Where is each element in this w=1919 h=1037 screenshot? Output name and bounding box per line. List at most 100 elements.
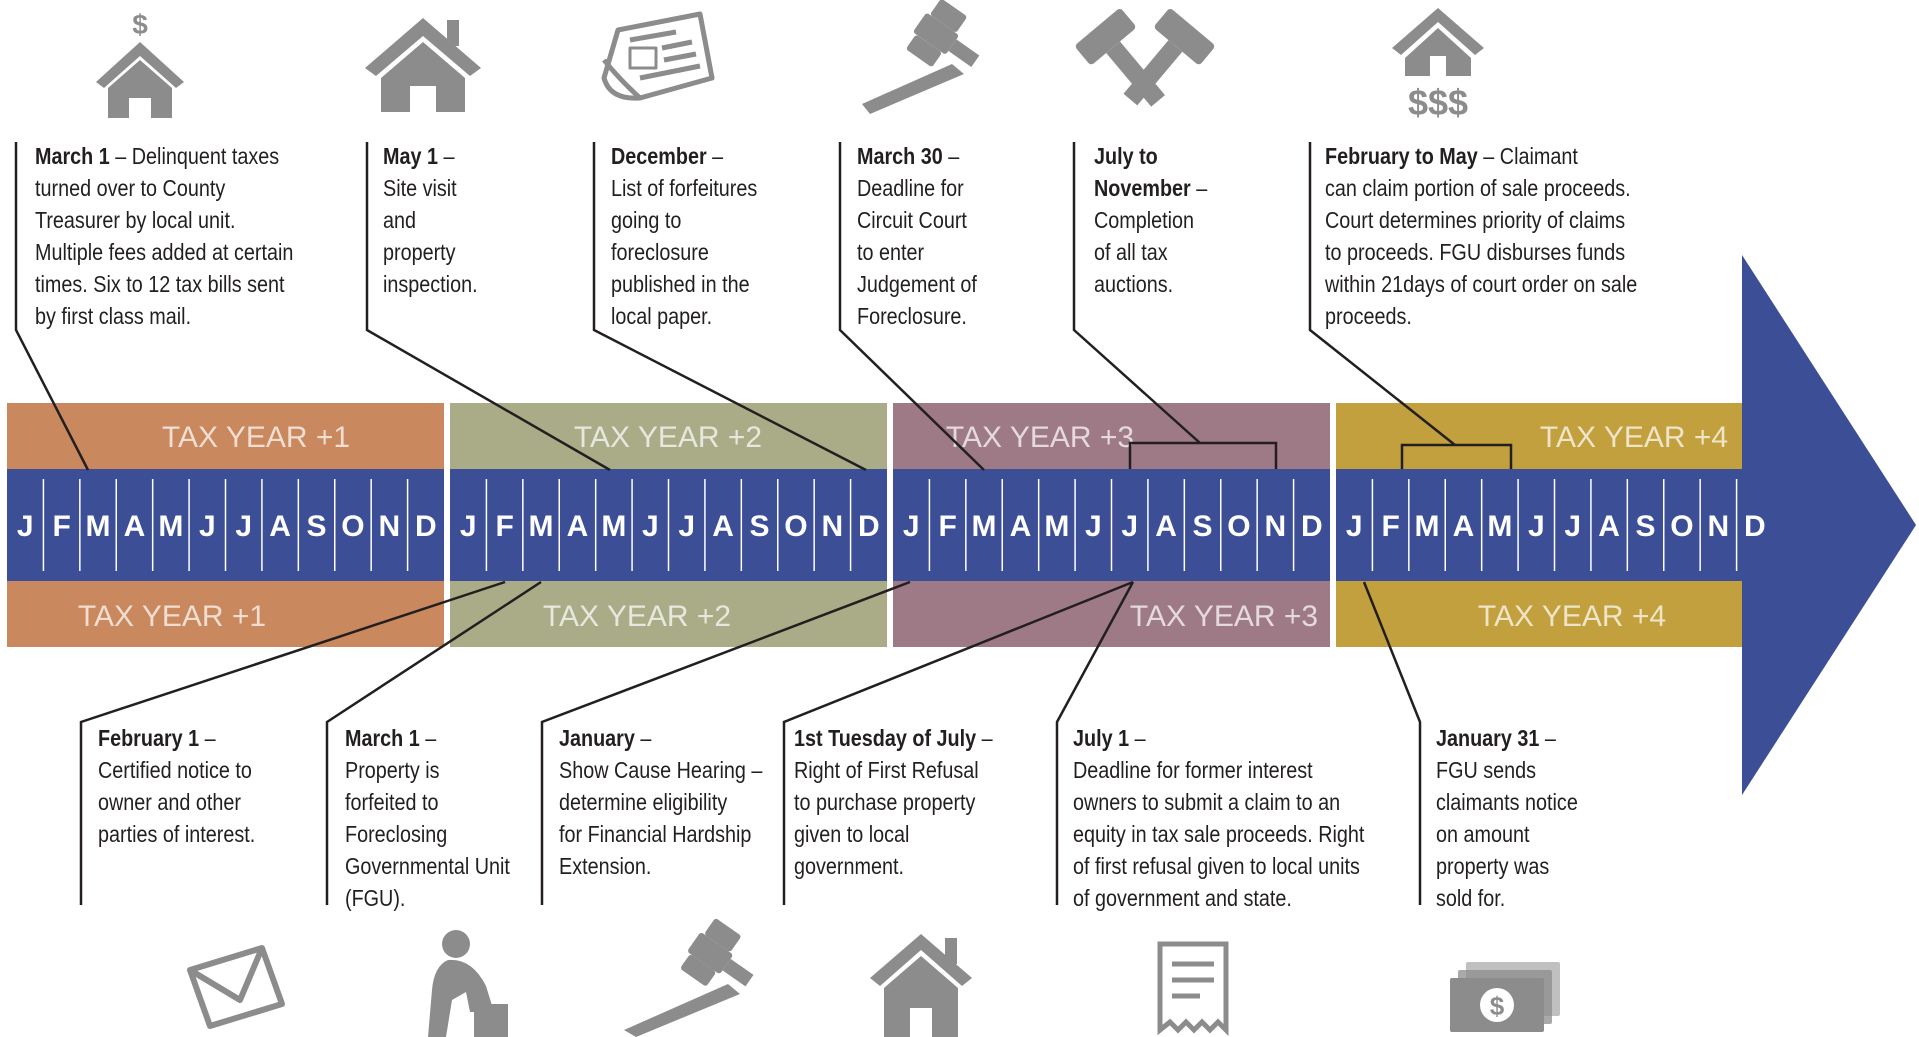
event-note-top-4: March 30 – Deadline for Circuit Court to… (857, 140, 977, 332)
event-text-line: published in the (611, 271, 750, 297)
event-note-top-5: July to November – Completion of all tax… (1094, 140, 1207, 300)
bottom-connectors (79, 580, 1422, 905)
event-text-line: claimants notice (1436, 789, 1578, 815)
year2-top-band (450, 403, 887, 469)
month-label: A (567, 510, 589, 543)
event-text-line: Deadline for (857, 175, 964, 201)
event-text-line: Governmental Unit (345, 853, 510, 879)
event-text-line: FGU sends (1436, 757, 1537, 783)
event-text-line: Court determines priority of claims (1325, 207, 1626, 233)
month-label: F (1381, 510, 1399, 543)
month-label: J (1528, 510, 1545, 543)
year3-top-label: TAX YEAR +3 (946, 421, 1134, 454)
event-text-line: sold for. (1436, 885, 1506, 911)
month-label: M (529, 510, 554, 543)
month-label: D (415, 510, 437, 543)
event-text-line: on amount (1436, 821, 1530, 847)
event-text-line: of first refusal given to local units (1073, 853, 1360, 879)
month-label: M (158, 510, 183, 543)
connector-top-1 (14, 142, 90, 471)
event-note-bottom-6: January 31 – FGU sends claimants notice … (1436, 722, 1578, 914)
event-text-line: Treasurer by local unit. (35, 207, 236, 233)
month-label: M (86, 510, 111, 543)
year3-bottom-band (893, 581, 1330, 647)
event-text-line: government. (794, 853, 904, 879)
event-text-line: List of forfeitures (611, 175, 758, 201)
house-icon (365, 18, 481, 112)
cash-icon: $ (1450, 962, 1560, 1032)
month-label: O (1670, 510, 1693, 543)
event-text-line: within 21days of court order on sale (1325, 271, 1638, 297)
event-title: February to May (1325, 143, 1478, 169)
connector-bottom-3 (540, 580, 911, 905)
year2-bottom-label: TAX YEAR +2 (543, 600, 731, 633)
event-text-line: Circuit Court (857, 207, 967, 233)
gavel-icon (862, 0, 980, 114)
receipt-icon (1157, 941, 1229, 1037)
event-text-line: can claim portion of sale proceeds. (1325, 175, 1631, 201)
year2-bottom-band (450, 581, 887, 647)
event-text-line: given to local (794, 821, 910, 847)
event-title: July 1 (1073, 725, 1130, 751)
event-text-line: local paper. (611, 303, 713, 329)
event-text-line: going to (611, 207, 682, 233)
crossed-gavels-icon (1075, 9, 1215, 107)
event-text-line: and (383, 207, 417, 233)
event-title: January 31 (1436, 725, 1540, 751)
connector-bottom-1 (79, 580, 506, 905)
event-text-line: parties of interest. (98, 821, 256, 847)
event-text-line: of government and state. (1073, 885, 1292, 911)
event-title: February 1 (98, 725, 200, 751)
event-title: December (611, 143, 707, 169)
connector-top-2 (365, 142, 611, 472)
event-text-line: Multiple fees added at certain (35, 239, 294, 265)
house-money-icon: $$$ (1392, 8, 1484, 123)
month-label: S (750, 510, 770, 543)
month-label: O (784, 510, 807, 543)
event-text-line: to proceeds. FGU disburses funds (1325, 239, 1626, 265)
month-label: A (269, 510, 291, 543)
event-text-line: to purchase property (794, 789, 976, 815)
event-note-bottom-2: March 1 – Property is forfeited to Forec… (345, 722, 510, 914)
month-label: J (1121, 510, 1138, 543)
month-label: M (972, 510, 997, 543)
month-label: J (199, 510, 216, 543)
year4-bottom-band (1336, 581, 1800, 647)
event-text-line: times. Six to 12 tax bills sent (35, 271, 285, 297)
month-label: M (601, 510, 626, 543)
month-label: A (124, 510, 146, 543)
event-text-line: Site visit (383, 175, 457, 201)
month-label: J (1346, 510, 1363, 543)
event-title: July to (1094, 143, 1158, 169)
connector-bottom-6 (1362, 581, 1422, 905)
event-text-line: by first class mail. (35, 303, 192, 329)
month-label: S (1193, 510, 1213, 543)
month-label: F (52, 510, 70, 543)
auction-period-bracket (1128, 441, 1278, 469)
event-text-line: of all tax (1094, 239, 1168, 265)
event-text-line: Completion (1094, 207, 1195, 233)
event-text-line: turned over to County (35, 175, 226, 201)
month-label: O (341, 510, 364, 543)
year1-bottom-label: TAX YEAR +1 (78, 600, 266, 633)
month-label: J (678, 510, 695, 543)
event-text-line: Right of First Refusal (794, 757, 979, 783)
event-text-line: inspection. (383, 271, 478, 297)
event-text-line: auctions. (1094, 271, 1174, 297)
month-label: M (1487, 510, 1512, 543)
month-label: N (1265, 510, 1287, 543)
envelope-icon (187, 945, 285, 1029)
month-label: J (1564, 510, 1581, 543)
event-text-line: to enter (857, 239, 925, 265)
event-note-bottom-4: 1st Tuesday of July – Right of First Ref… (794, 722, 993, 882)
event-text-line: Certified notice to (98, 757, 252, 783)
year2-top-label: TAX YEAR +2 (574, 421, 762, 454)
event-text-line: owners to submit a claim to an (1073, 789, 1341, 815)
month-label: N (379, 510, 401, 543)
year4-top-band (1336, 403, 1800, 469)
event-note-top-6: February to May – Claimant can claim por… (1325, 140, 1637, 332)
event-title: 1st Tuesday of July (794, 725, 977, 751)
year4-bottom-label: TAX YEAR +4 (1478, 600, 1666, 633)
svg-text:$: $ (132, 9, 148, 40)
